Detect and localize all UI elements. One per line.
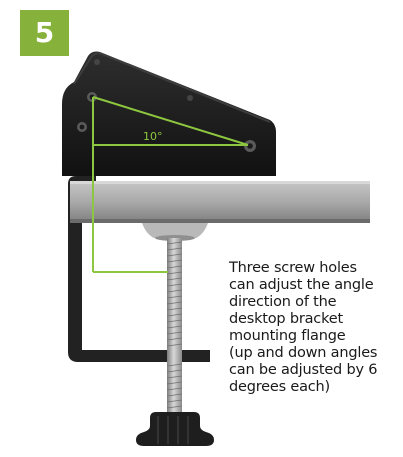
pressure-pad (142, 223, 208, 238)
caption-text: Three screw holes can adjust the angle d… (229, 260, 401, 396)
screw-hole-bracket-mid (187, 95, 193, 101)
angle-guide-lines (92, 96, 249, 273)
angle-label: 10° (143, 130, 163, 143)
caption-line: can adjust the angle (229, 277, 374, 293)
screw-hole-bracket-top (94, 59, 100, 65)
caption-line: degrees each) (229, 379, 331, 395)
caption-line: Three screw holes (229, 260, 357, 276)
tightening-knob (136, 412, 214, 446)
threaded-rod (167, 238, 182, 412)
caption-line: mounting flange (229, 328, 346, 344)
caption-line: direction of the (229, 294, 337, 310)
caption-line: desktop bracket (229, 311, 343, 327)
mounting-bracket (62, 51, 276, 176)
caption-line: can be adjusted by 6 (229, 362, 378, 378)
step-number-badge: 5 (20, 10, 69, 56)
caption-line: (up and down angles (229, 345, 378, 361)
desk-slab (70, 181, 370, 223)
